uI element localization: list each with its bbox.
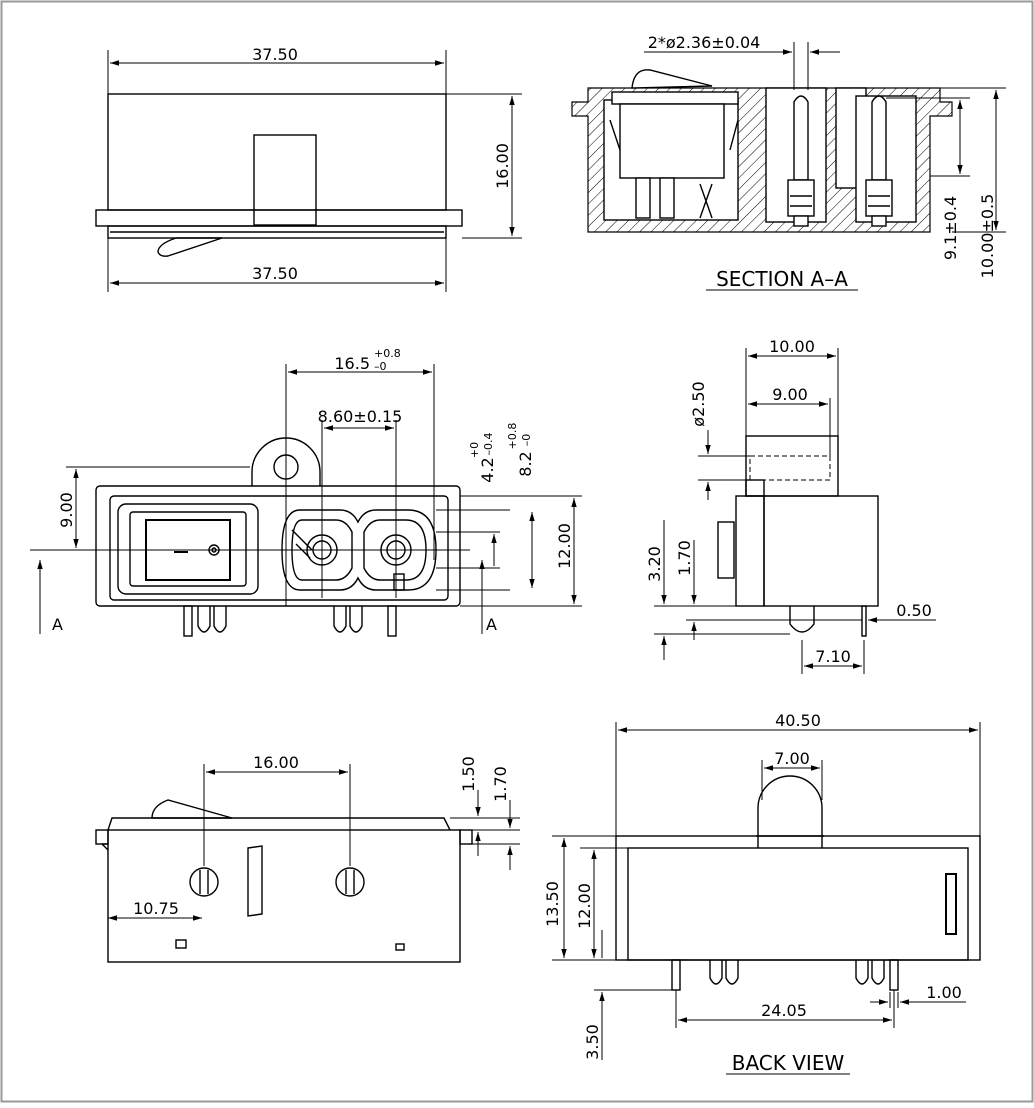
side-width-outer: 10.00 (769, 337, 815, 356)
top-view-width-bottom: 37.50 (252, 264, 298, 283)
back-pin-span: 24.05 (761, 1001, 807, 1020)
section-pin-diameter: 2*ø2.36±0.04 (648, 33, 761, 52)
side-width-inner: 9.00 (772, 385, 808, 404)
side-view: 10.00 9.00 ø2.50 3.20 1.70 0.50 7.10 (645, 337, 936, 674)
side-dim-b: 1.70 (675, 540, 694, 576)
back-view: 40.50 7.00 13.50 12.00 3.50 24.05 1.00 B… (543, 711, 981, 1075)
bottom-dim-a: 1.50 (459, 756, 478, 792)
section-title: SECTION A–A (716, 267, 848, 291)
front-spacing-tol-lower: –0 (374, 360, 387, 373)
front-spacing-tol-upper: +0.8 (374, 347, 401, 360)
top-view: 37.50 37.50 16.00 (95, 45, 522, 292)
side-thickness: 0.50 (896, 601, 932, 620)
back-height-total: 13.50 (543, 881, 562, 927)
front-offset-a-tol-upper: +0 (468, 442, 481, 458)
front-offset-a: 4.2 (478, 457, 497, 482)
back-switch-width: 7.00 (774, 749, 810, 768)
top-view-width-top: 37.50 (252, 45, 298, 64)
front-view: 16.5 +0.8 –0 8.60±0.15 9.00 4.2 +0 –0.4 … (30, 347, 582, 637)
back-height-body: 12.00 (575, 883, 594, 929)
front-offset-b-tol-lower: –0 (520, 434, 533, 447)
section-depth: 9.1±0.4 (941, 196, 960, 260)
side-dim-a: 3.20 (645, 546, 664, 582)
front-pin-pitch: 8.60±0.15 (318, 407, 403, 426)
side-hole-diameter: ø2.50 (689, 381, 708, 426)
section-height: 10.00±0.5 (978, 194, 997, 279)
back-pin-length: 3.50 (583, 1024, 602, 1060)
back-pin-width: 1.00 (926, 983, 962, 1002)
side-pin-offset: 7.10 (815, 647, 851, 666)
front-spacing: 16.5 (334, 354, 370, 373)
top-view-height: 16.00 (493, 143, 512, 189)
back-view-title: BACK VIEW (732, 1051, 845, 1075)
back-width: 40.50 (775, 711, 821, 730)
bottom-view: 16.00 10.75 1.50 1.70 (95, 753, 520, 963)
front-offset-b: 8.2 (516, 451, 535, 476)
front-offset-b-tol-upper: +0.8 (506, 423, 519, 450)
bottom-offset: 10.75 (133, 899, 179, 918)
front-mount-height: 9.00 (57, 492, 76, 528)
front-body-height: 12.00 (555, 523, 574, 569)
bottom-pitch: 16.00 (253, 753, 299, 772)
section-marker-left: A (52, 615, 63, 634)
section-a-a: 2*ø2.36±0.04 9.1±0.4 10.00±0.5 SECTION A… (571, 33, 1006, 291)
section-marker-right: A (486, 615, 497, 634)
bottom-dim-b: 1.70 (491, 766, 510, 802)
front-offset-a-tol-lower: –0.4 (482, 433, 495, 456)
